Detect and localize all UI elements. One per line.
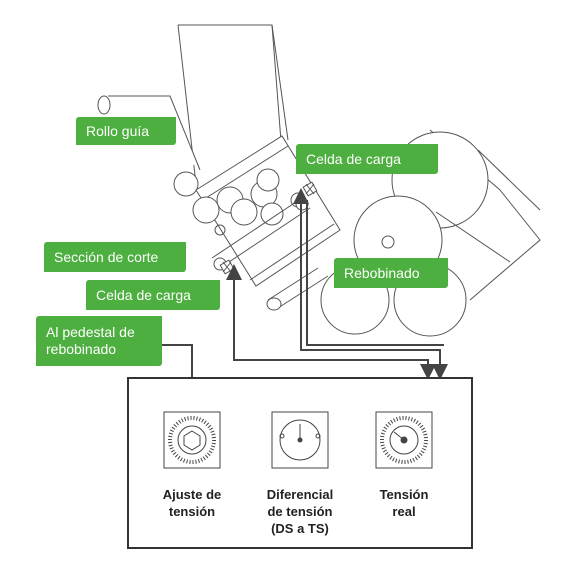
label-celda-carga-bottom: Celda de carga — [86, 280, 220, 310]
lower-roll — [266, 267, 329, 311]
label-rebobinado: Rebobinado — [334, 258, 448, 288]
caption-ajuste-line1: Ajuste de — [162, 487, 222, 502]
signal-line-bottom-cell — [233, 276, 436, 380]
caption-tension-line2: real — [392, 504, 416, 519]
label-al-pedestal: Al pedestal de rebobinado — [36, 316, 162, 366]
dial-tension-differential — [271, 411, 329, 469]
caption-tension-real: Tensión real — [364, 486, 444, 520]
caption-diferencial-line2: de tensión — [267, 504, 333, 519]
caption-ajuste-tension: Ajuste de tensión — [150, 486, 234, 520]
label-al-pedestal-line1: Al pedestal de — [46, 324, 135, 340]
web-sheet-top — [178, 24, 289, 141]
caption-diferencial: Diferencial de tensión (DS a TS) — [254, 486, 346, 537]
caption-ajuste-line2: tensión — [168, 504, 216, 519]
label-seccion-corte: Sección de corte — [44, 242, 186, 272]
guide-roll — [97, 95, 201, 197]
caption-tension-line1: Tensión — [379, 487, 429, 502]
slitting-section — [192, 135, 341, 287]
caption-diferencial-line1: Diferencial — [266, 487, 334, 502]
signal-line-top-cell — [300, 200, 448, 380]
pedestal-line — [160, 344, 193, 378]
label-celda-carga-top: Celda de carga — [296, 144, 438, 174]
caption-diferencial-line3: (DS a TS) — [271, 521, 329, 536]
label-rollo-guia: Rollo guía — [76, 117, 176, 145]
label-al-pedestal-line2: rebobinado — [46, 341, 117, 357]
dial-actual-tension — [375, 411, 433, 469]
dial-tension-adjust — [163, 411, 221, 469]
